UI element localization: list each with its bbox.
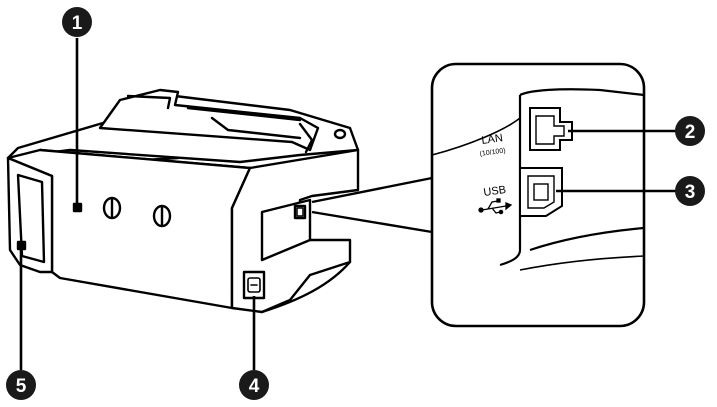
- power-button: [333, 128, 347, 140]
- left-cover: [6, 156, 54, 274]
- usb-b-port-icon: [519, 167, 563, 217]
- callout-badge-4: 4: [239, 370, 269, 400]
- svg-text:2: 2: [685, 122, 696, 143]
- printer-illustration: [6, 88, 360, 314]
- callout-badge-1: 1: [62, 7, 92, 37]
- svg-text:3: 3: [685, 182, 696, 203]
- usb-label: USB: [483, 184, 507, 199]
- lan-speed-label: (10/100): [479, 147, 506, 158]
- lan-port-icon: [529, 107, 573, 151]
- port-detail-inset: LAN (10/100) USB: [430, 62, 646, 328]
- callout-badge-3: 3: [675, 176, 705, 206]
- callout-badge-5: 5: [6, 370, 36, 400]
- leader-lines: [19, 38, 676, 370]
- callout-badge-2: 2: [675, 116, 705, 146]
- svg-text:1: 1: [72, 13, 83, 34]
- zoom-connector: [311, 176, 433, 234]
- svg-text:4: 4: [249, 376, 260, 397]
- usb-trident-icon: [478, 198, 513, 215]
- lan-label: LAN: [481, 132, 504, 147]
- svg-text:5: 5: [16, 376, 27, 397]
- ac-inlet-icon: [242, 270, 266, 300]
